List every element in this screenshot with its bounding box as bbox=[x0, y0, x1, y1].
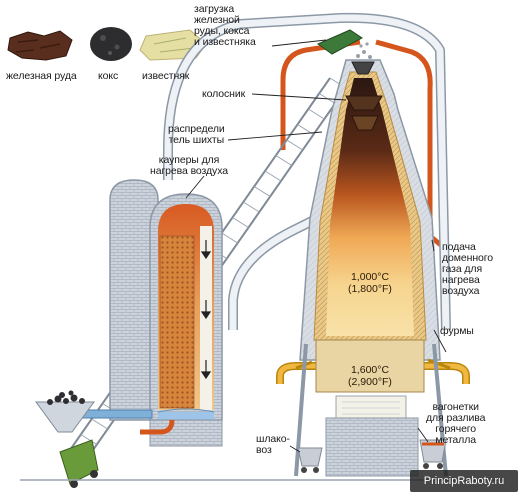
ladle-car bbox=[419, 439, 447, 469]
stoves-label: кауперы для нагрева воздуха bbox=[150, 154, 228, 177]
stove-cutaway bbox=[149, 193, 223, 447]
furnace-top-cone bbox=[351, 42, 375, 75]
iron-ore-label: железная руда bbox=[6, 70, 77, 82]
throat-label: колосник bbox=[202, 88, 246, 100]
furnace-interior bbox=[326, 78, 414, 336]
furnace-support-legs bbox=[294, 343, 448, 477]
charging-label: загрузка железной руды, кокса и известня… bbox=[194, 3, 256, 48]
slag-car-label: шлако- воз bbox=[256, 433, 290, 456]
ore-hopper bbox=[35, 390, 95, 433]
air-supply-pipe bbox=[163, 12, 451, 331]
watermark: PrincipRaboty.ru bbox=[410, 470, 518, 492]
slag-car bbox=[297, 447, 323, 473]
tuyeres-label: фурмы bbox=[440, 325, 474, 337]
stove-outer bbox=[109, 179, 159, 421]
limestone-label: известняк bbox=[142, 70, 190, 82]
furnace-hearth bbox=[315, 339, 425, 477]
distributor-label: распредели тель шихты bbox=[168, 123, 225, 146]
lower-temperature: 1,600°C (2,900°F) bbox=[348, 364, 392, 388]
coke-sample bbox=[90, 27, 132, 61]
charge-distributor bbox=[345, 95, 383, 131]
skip-car bbox=[59, 439, 99, 488]
upper-temperature: 1,000°C (1,800°F) bbox=[348, 271, 392, 295]
coke-label: кокс bbox=[98, 70, 119, 82]
ladle-cars-label: вагонетки для разлива горячего металла bbox=[426, 401, 486, 446]
iron-ore-sample bbox=[7, 30, 73, 61]
leader-lines bbox=[185, 39, 447, 453]
charging-bucket bbox=[316, 29, 363, 55]
gas-supply-label: подача доменного газа для нагрева воздух… bbox=[442, 241, 494, 297]
stove-burner-inlet bbox=[140, 419, 175, 435]
